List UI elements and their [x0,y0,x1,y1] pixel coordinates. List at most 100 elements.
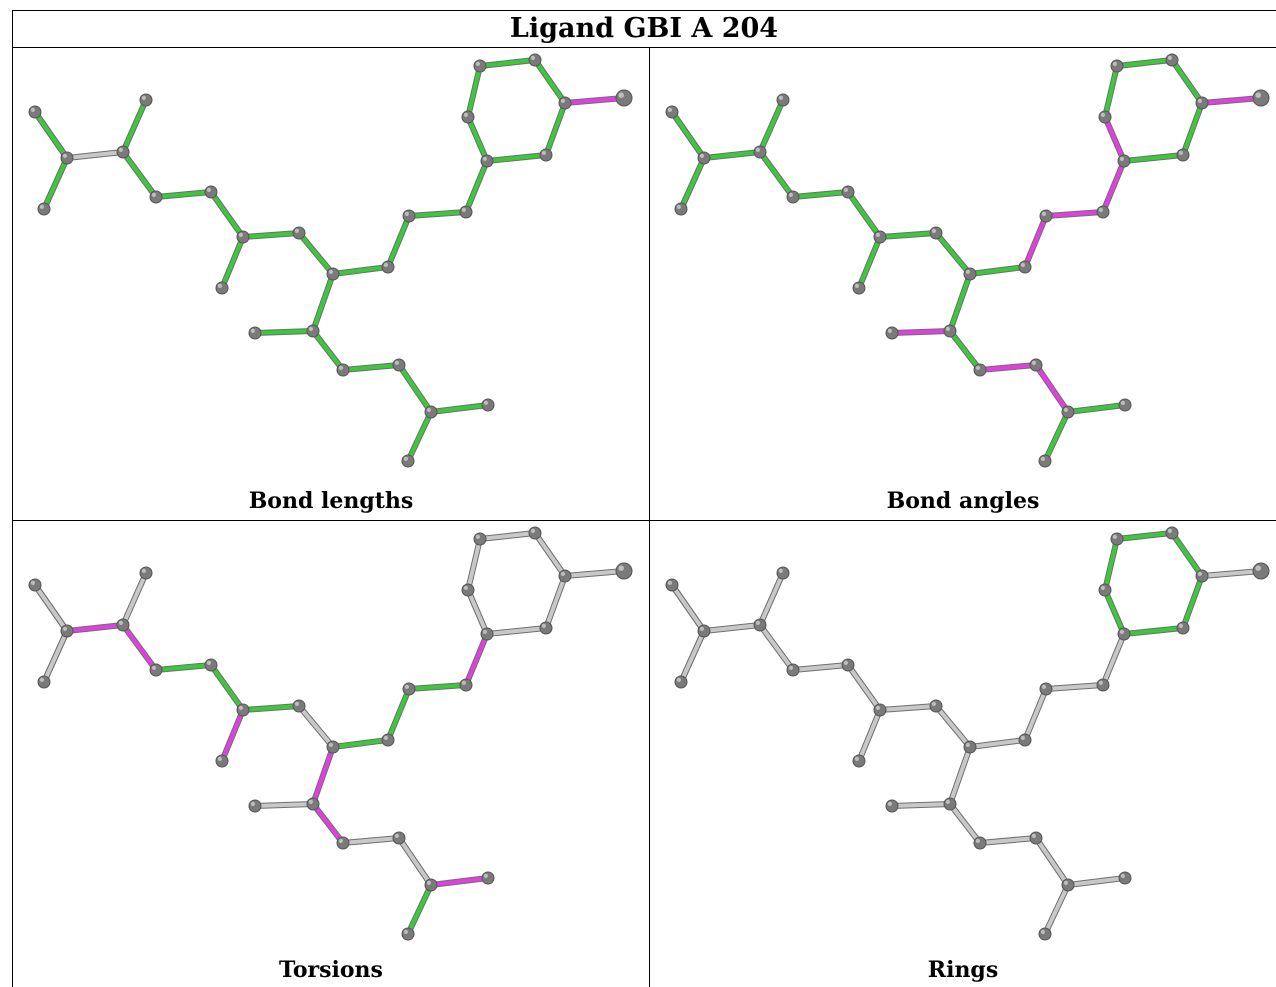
atom [37,202,51,216]
atom-highlight [483,873,488,878]
atom [392,831,406,845]
atom-highlight [1031,833,1036,838]
atom-highlight [1112,61,1117,66]
bond [857,708,882,763]
atom-highlight [217,283,222,288]
bond [968,738,1027,749]
atom [306,324,320,338]
atom [149,190,163,204]
atom-highlight [1098,207,1103,212]
atom [1061,878,1075,892]
bond [1103,115,1126,163]
bond [1066,403,1127,414]
bond [386,214,411,269]
atom-highlight [141,95,146,100]
bond [466,588,489,636]
caption-torsions: Torsions [279,957,383,983]
atom-highlight [854,283,859,288]
bond [121,571,148,627]
bond [1034,363,1070,414]
atom-highlight [294,701,299,706]
atom [1176,621,1190,635]
atom [1118,398,1132,412]
atom [1252,562,1270,580]
atom-highlight [560,571,566,576]
atom-highlight [1120,873,1125,878]
figure-title: Ligand GBI A 204 [509,13,779,44]
atom [402,209,416,223]
atom-highlight [1119,156,1124,161]
atom-highlight [39,204,44,209]
bond [890,329,952,335]
atom [336,836,350,850]
bond [934,704,972,749]
atom-highlight [1020,262,1025,267]
atom [326,740,340,754]
atom-highlight [975,365,980,370]
atom [943,324,957,338]
atom-highlight [1119,629,1124,634]
atom [292,226,306,240]
atom-highlight [426,407,431,412]
atom-highlight [676,677,681,682]
atom [459,205,473,219]
atom [1117,154,1131,168]
atom [1018,260,1032,274]
molecule-diagram [665,53,1270,468]
bond [311,802,345,845]
atom [697,151,711,165]
atom [674,202,688,216]
bond [209,663,245,712]
bond [209,190,245,239]
atom-highlight [843,187,848,192]
atom-highlight [1167,55,1172,60]
bond [1023,214,1048,269]
atom [473,59,487,73]
bond [241,231,301,239]
atom-highlight [1063,880,1068,885]
bond [407,683,468,691]
panel-bond-lengths: Bond lengths [13,48,649,520]
atom-highlight [1031,360,1036,365]
border-title-bottom [12,47,1276,48]
atom [753,145,767,159]
bond [297,231,335,276]
atom [401,927,415,941]
caption-bond-angles: Bond angles [886,488,1040,514]
atom [473,532,487,546]
bond [1101,159,1126,214]
atom-highlight [1041,211,1046,216]
caption-rings: Rings [927,957,999,983]
bond [406,410,433,463]
atom [943,797,957,811]
atom-highlight [482,629,487,634]
bond [341,836,401,845]
atom-highlight [788,192,793,197]
atom-highlight [217,756,222,761]
atom [1029,358,1043,372]
atom-highlight [945,326,950,331]
bond [948,802,982,845]
bond [791,663,850,672]
atom [885,799,899,813]
atom [665,105,679,119]
bond [1043,883,1070,936]
atom-highlight [403,929,408,934]
bond [1043,410,1070,463]
bond [978,363,1038,372]
atom-highlight [1040,929,1045,934]
bond [670,583,706,633]
atom [1110,532,1124,546]
bond [466,64,482,119]
bond [331,738,390,749]
atom [459,678,473,692]
bond [42,629,69,684]
atom [481,871,495,885]
atom-highlight [206,187,211,192]
atom-highlight [1063,407,1068,412]
atom [292,699,306,713]
border-center [649,47,650,987]
atom [480,627,494,641]
bond [846,663,882,712]
bond [1044,683,1105,691]
